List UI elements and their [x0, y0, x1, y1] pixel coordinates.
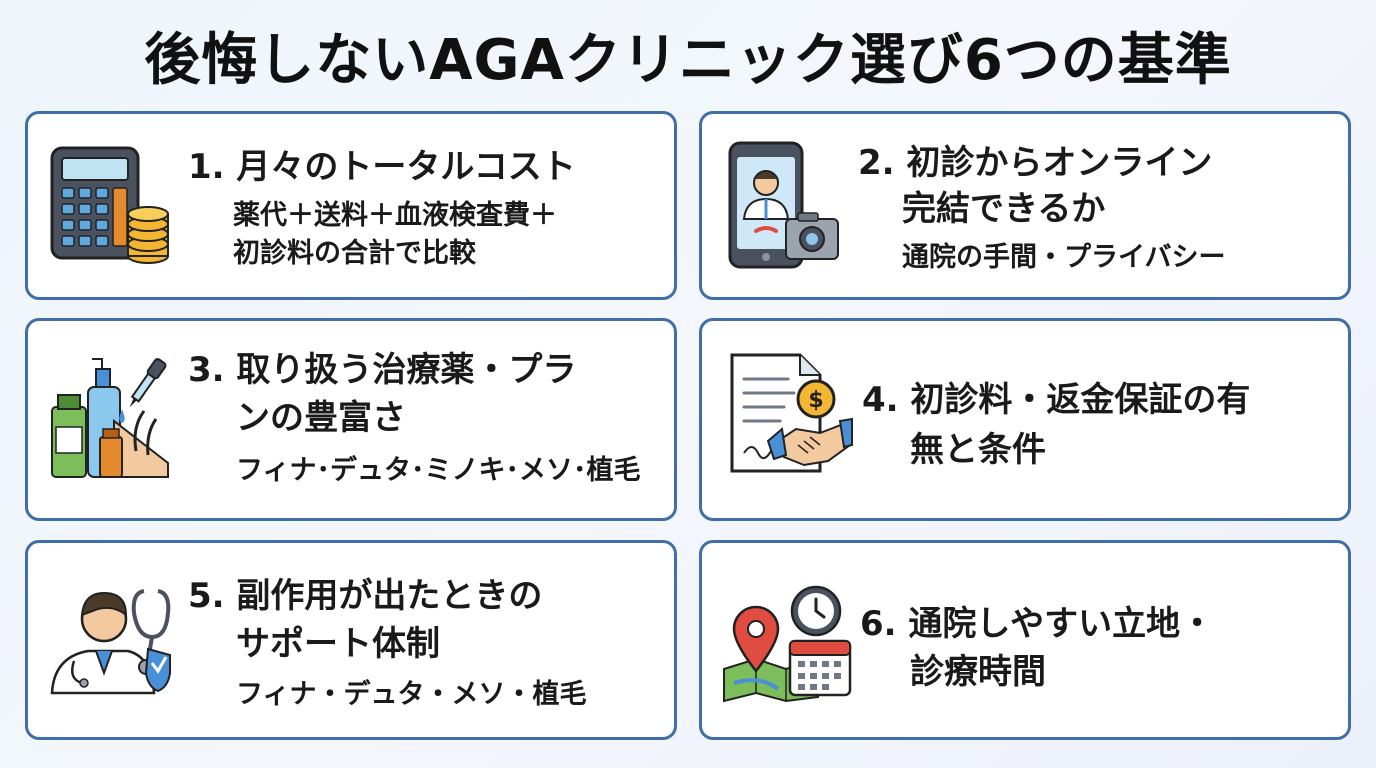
- map-clock-calendar-icon: [723, 585, 852, 703]
- criterion-detail-line1: フィナ･デュタ･ミノキ･メソ･植毛: [236, 455, 641, 486]
- page-title: 後悔しないAGAクリニック選び6つの基準: [144, 28, 1232, 93]
- criterion-title-line1: 1. 月々のトータルコスト: [188, 147, 576, 187]
- criterion-card-online: 2. 初診からオンライン 完結できるか 通院の手間・プライバシー: [699, 111, 1351, 300]
- smartphone-doctor-icon: [728, 141, 839, 269]
- criterion-card-cost: 1. 月々のトータルコスト 薬代＋送料＋血液検査費＋ 初診料の合計で比較: [25, 111, 677, 300]
- criterion-detail-line1: フィナ・デュタ・メソ・植毛: [236, 679, 587, 710]
- criterion-title-line2: ンの豊富さ: [236, 398, 406, 438]
- criterion-card-location: 6. 通院しやすい立地・ 診療時間: [699, 540, 1351, 740]
- criterion-detail-line1: 薬代＋送料＋血液検査費＋: [233, 200, 557, 231]
- medicine-bottles-icon: [51, 358, 169, 478]
- criterion-detail-line2: 初診料の合計で比較: [233, 238, 476, 269]
- coin-symbol: $: [808, 388, 823, 413]
- criterion-title-line1: 3. 取り扱う治療薬・プラ: [188, 350, 577, 390]
- criterion-card-treatments: 3. 取り扱う治療薬・プラ ンの豊富さ フィナ･デュタ･ミノキ･メソ･植毛: [25, 318, 677, 521]
- criterion-title-line2: 診療時間: [910, 652, 1046, 692]
- criterion-title-line2: 完結できるか: [902, 189, 1106, 229]
- calculator-coins-icon: [50, 146, 169, 264]
- criterion-title-line1: 4. 初診料・返金保証の有: [862, 380, 1251, 420]
- criterion-card-support: 5. 副作用が出たときの サポート体制 フィナ・デュタ・メソ・植毛: [25, 540, 677, 740]
- criterion-title-line2: サポート体制: [236, 624, 440, 664]
- criterion-title-line1: 2. 初診からオンライン: [858, 143, 1213, 183]
- criterion-detail-line1: 通院の手間・プライバシー: [902, 242, 1226, 273]
- criterion-title-line1: 5. 副作用が出たときの: [188, 576, 543, 616]
- criterion-title-line2: 無と条件: [910, 430, 1046, 470]
- criterion-card-refund: $ 4. 初診料・返金保証の有 無と条件: [699, 318, 1351, 521]
- doctor-stethoscope-icon: [50, 589, 171, 695]
- criterion-title-line1: 6. 通院しやすい立地・: [860, 604, 1215, 644]
- contract-handshake-icon: $: [730, 353, 853, 473]
